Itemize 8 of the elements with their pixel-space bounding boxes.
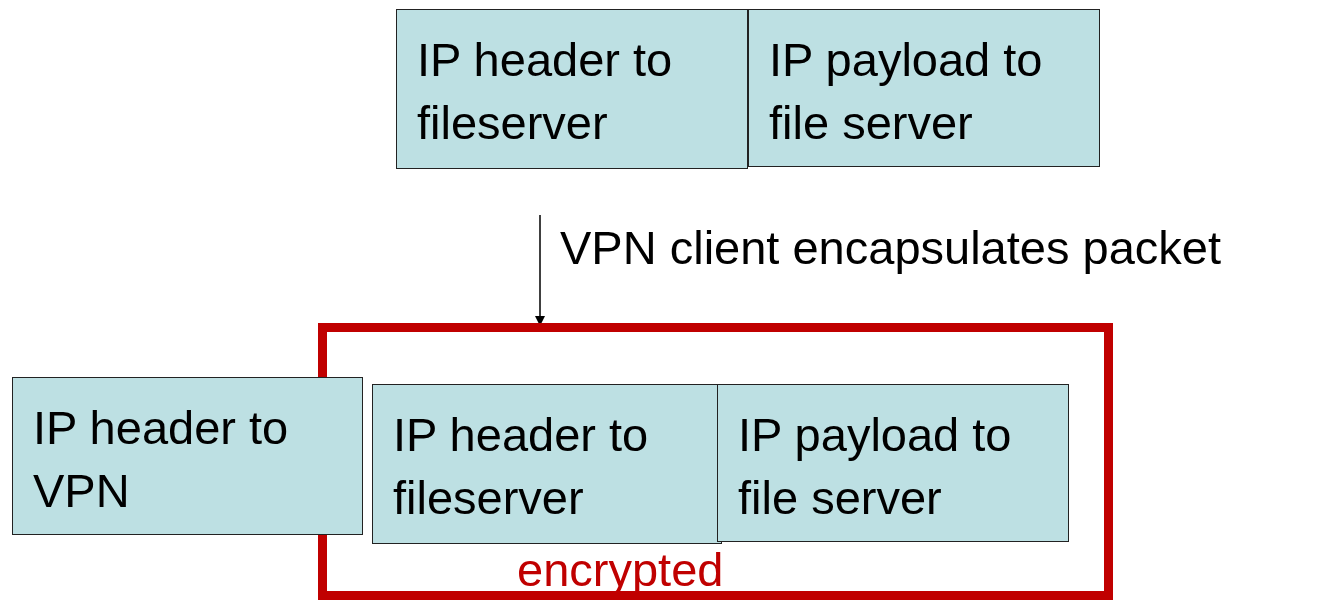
packet-field: IP payload to file server: [717, 384, 1069, 542]
packet-field: IP header to VPN: [12, 377, 363, 535]
packet-field: IP header to fileserver: [396, 9, 748, 169]
encrypted-region-frame: [318, 323, 1113, 600]
packet-field: IP payload to file server: [748, 9, 1100, 167]
region-label: encrypted: [517, 544, 724, 596]
arrow: [535, 214, 545, 326]
packet-field: IP header to fileserver: [372, 384, 722, 544]
